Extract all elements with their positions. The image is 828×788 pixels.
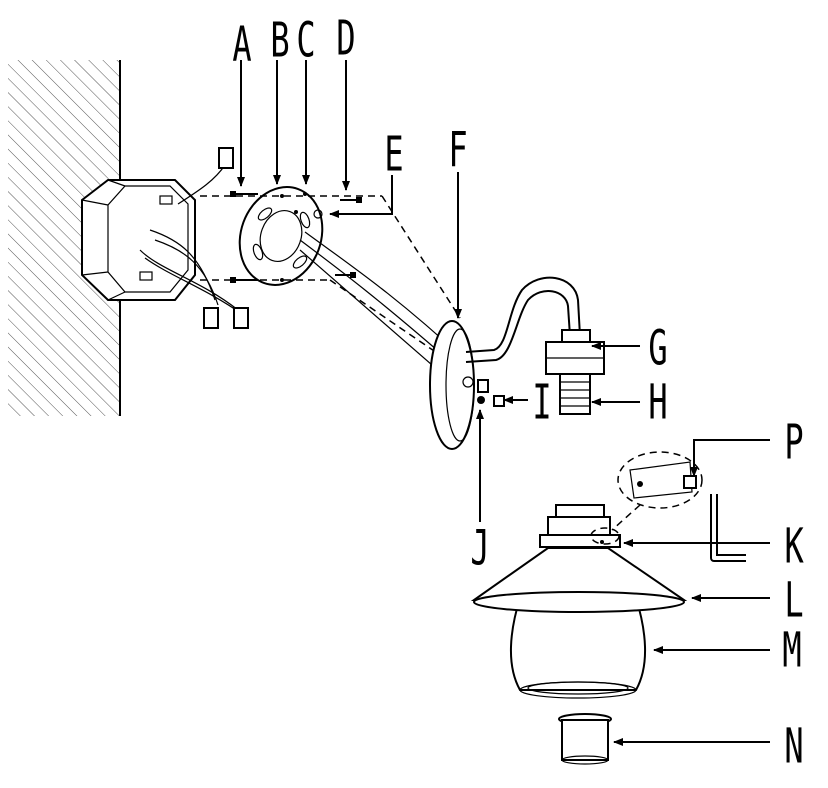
backplate	[429, 320, 505, 450]
socket-cup	[545, 329, 605, 375]
label-k: K	[784, 518, 804, 574]
label-a: A	[232, 16, 251, 72]
label-c: C	[296, 12, 315, 68]
allen-wrench	[710, 494, 746, 562]
label-f: F	[448, 122, 467, 178]
wire-nut-right	[233, 307, 249, 329]
junction-box	[81, 179, 196, 301]
supply-wires	[139, 147, 249, 329]
leader-lines	[237, 60, 770, 746]
shade	[470, 504, 688, 613]
wire-nut-top	[218, 147, 234, 169]
label-h: H	[648, 374, 667, 430]
label-g: G	[648, 320, 667, 376]
label-i: I	[532, 374, 551, 430]
wire-nut-left	[203, 307, 219, 329]
mounting-plate	[238, 186, 324, 286]
label-l: L	[784, 572, 803, 628]
diffuser-cap	[558, 713, 612, 765]
label-m: M	[782, 622, 801, 678]
label-n: N	[784, 718, 803, 774]
label-b: B	[270, 12, 289, 68]
label-p: P	[784, 414, 803, 470]
gooseneck-arm	[465, 276, 581, 363]
alignment-lines	[200, 195, 461, 356]
label-e: E	[384, 126, 403, 182]
label-d: D	[336, 10, 355, 66]
lamp-socket	[559, 373, 591, 415]
part-labels: A B C D E F G H I J P K L M N	[232, 10, 804, 774]
setscrew-detail	[611, 451, 703, 531]
label-j: J	[470, 520, 489, 576]
glass-globe	[510, 597, 646, 699]
